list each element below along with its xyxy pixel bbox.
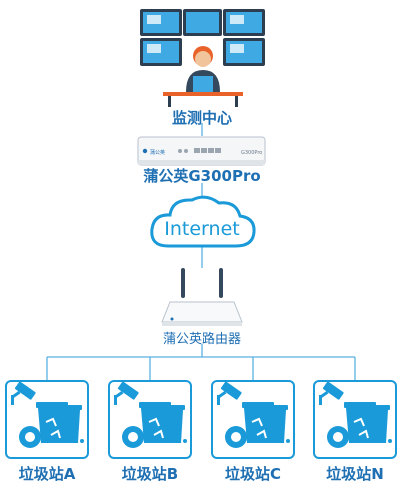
internet-label: Internet bbox=[164, 218, 239, 240]
station-b-label: 垃圾站B bbox=[121, 465, 179, 483]
station-a-label: 垃圾站A bbox=[18, 465, 76, 483]
station-n-label: 垃圾站N bbox=[326, 465, 384, 483]
internet-cloud-icon: Internet bbox=[150, 195, 256, 248]
router-label: 蒲公英路由器 bbox=[162, 332, 241, 347]
gateway-label: 蒲公英G300Pro bbox=[143, 167, 261, 185]
camera-icon bbox=[217, 381, 242, 405]
camera-icon bbox=[319, 381, 344, 405]
trash-bins-icon bbox=[327, 402, 392, 448]
connection-lines bbox=[46, 123, 356, 380]
station-a-icon bbox=[5, 380, 89, 459]
camera-icon bbox=[114, 381, 139, 405]
monitoring-center-label: 监测中心 bbox=[171, 109, 232, 127]
camera-icon bbox=[11, 381, 36, 405]
trash-bins-icon bbox=[19, 402, 84, 448]
monitoring-center-icon bbox=[140, 9, 265, 107]
station-c-icon bbox=[211, 380, 295, 459]
gateway-device-icon: 蒲公英 G300Pro bbox=[137, 136, 266, 166]
station-b-icon bbox=[108, 380, 192, 459]
trash-bins-icon bbox=[225, 402, 290, 448]
station-n-icon bbox=[313, 380, 397, 459]
station-c-label: 垃圾站C bbox=[224, 465, 281, 483]
gateway-device-text: 蒲公英 bbox=[150, 149, 165, 156]
router-icon bbox=[161, 268, 243, 326]
gateway-model-text: G300Pro bbox=[241, 150, 262, 156]
trash-bins-icon bbox=[122, 402, 187, 448]
